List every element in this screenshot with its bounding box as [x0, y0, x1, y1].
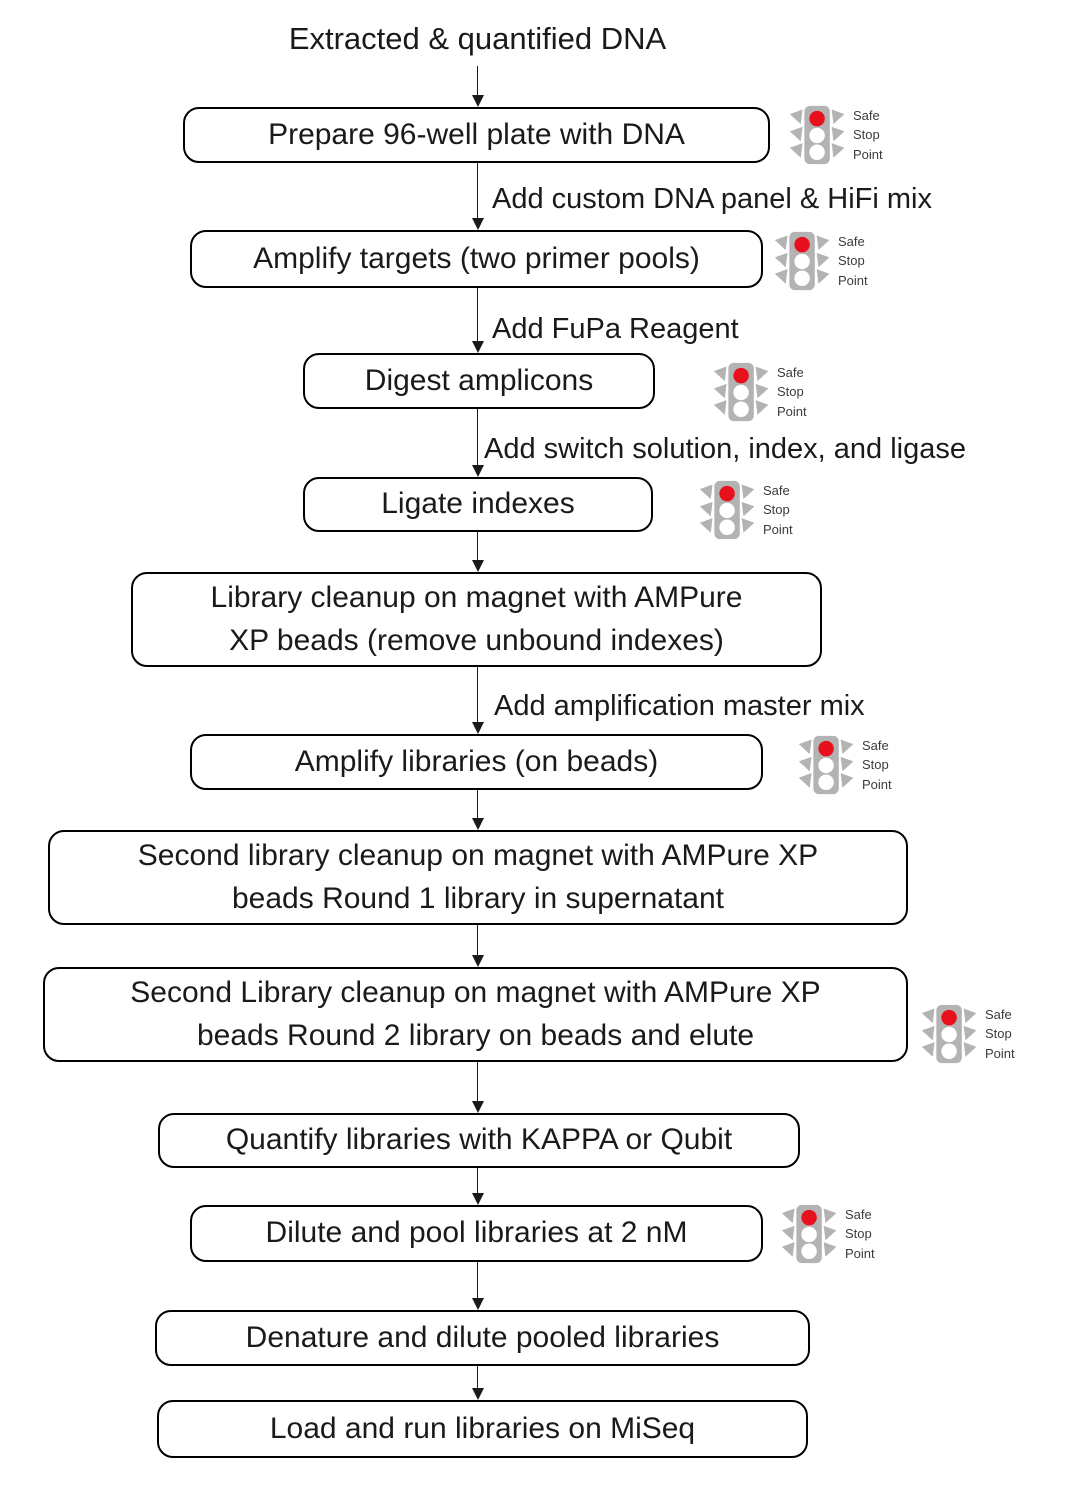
arrow-head-icon: [471, 218, 484, 230]
flow-arrow: [471, 1062, 484, 1113]
flow-arrow: [471, 1168, 484, 1205]
flow-arrow: [471, 1262, 484, 1310]
flow-arrow: [471, 163, 484, 230]
traffic-light-icon: [789, 105, 845, 165]
edge-label-add-master-mix: Add amplification master mix: [494, 690, 865, 722]
safe-stop-label-line: Stop: [763, 502, 790, 518]
safe-stop-point-label: Safe Stop Point: [838, 232, 868, 291]
safe-stop-point-badge: Safe Stop Point: [773, 229, 868, 293]
node-amplify-libraries: Amplify libraries (on beads): [190, 734, 763, 790]
arrow-head-icon: [471, 1298, 484, 1310]
traffic-light-icon: [781, 1204, 837, 1264]
node-amplify-targets: Amplify targets (two primer pools): [190, 230, 763, 288]
arrow-shaft: [476, 163, 479, 218]
flow-arrow: [471, 288, 484, 353]
node-digest-amplicons: Digest amplicons: [303, 353, 655, 409]
arrow-head-icon: [471, 955, 484, 967]
flow-arrow: [471, 667, 484, 734]
safe-stop-label-line: Safe: [763, 482, 790, 498]
start-label: Extracted & quantified DNA: [288, 21, 667, 56]
node-quantify-libraries: Quantify libraries with KAPPA or Qubit: [158, 1113, 800, 1168]
arrow-shaft: [476, 532, 479, 560]
safe-stop-label-line: Stop: [985, 1026, 1012, 1042]
safe-stop-label-line: Stop: [838, 253, 865, 269]
arrow-head-icon: [471, 95, 484, 107]
node-second-cleanup-round2: Second Library cleanup on magnet with AM…: [43, 967, 908, 1062]
safe-stop-label-line: Point: [985, 1045, 1015, 1061]
traffic-light-icon: [798, 735, 854, 795]
flow-arrow: [471, 925, 484, 967]
safe-stop-label-line: Safe: [853, 107, 880, 123]
node-second-cleanup-round1: Second library cleanup on magnet with AM…: [48, 830, 908, 925]
safe-stop-point-label: Safe Stop Point: [763, 481, 793, 540]
flow-arrow: [471, 790, 484, 830]
arrow-shaft: [476, 667, 479, 722]
arrow-shaft: [476, 1168, 479, 1193]
safe-stop-point-label: Safe Stop Point: [777, 363, 807, 422]
safe-stop-label-line: Safe: [862, 737, 889, 753]
node-library-cleanup: Library cleanup on magnet with AMPure XP…: [131, 572, 822, 667]
arrow-shaft: [476, 1366, 479, 1388]
safe-stop-point-badge: Safe Stop Point: [712, 360, 807, 424]
traffic-light-icon: [713, 362, 769, 422]
edge-label-add-panel-hifi: Add custom DNA panel & HiFi mix: [492, 183, 932, 215]
safe-stop-label-line: Stop: [845, 1226, 872, 1242]
traffic-light-icon: [921, 1004, 977, 1064]
arrow-shaft: [476, 1262, 479, 1298]
arrow-head-icon: [471, 818, 484, 830]
safe-stop-label-line: Point: [853, 146, 883, 162]
safe-stop-point-badge: Safe Stop Point: [920, 1002, 1015, 1066]
traffic-light-icon: [699, 480, 755, 540]
safe-stop-point-badge: Safe Stop Point: [788, 103, 883, 167]
arrow-head-icon: [471, 560, 484, 572]
safe-stop-label-line: Safe: [777, 364, 804, 380]
edge-label-add-fupa: Add FuPa Reagent: [492, 313, 739, 345]
arrow-head-icon: [471, 465, 484, 477]
safe-stop-label-line: Stop: [853, 127, 880, 143]
flow-arrow: [471, 532, 484, 572]
arrow-shaft: [476, 66, 479, 95]
safe-stop-label-line: Safe: [845, 1206, 872, 1222]
arrow-head-icon: [471, 1101, 484, 1113]
safe-stop-point-badge: Safe Stop Point: [797, 733, 892, 797]
node-denature-dilute: Denature and dilute pooled libraries: [155, 1310, 810, 1366]
traffic-light-icon: [774, 231, 830, 291]
safe-stop-point-badge: Safe Stop Point: [780, 1202, 875, 1266]
safe-stop-label-line: Point: [862, 776, 892, 792]
flow-arrow: [471, 409, 484, 477]
arrow-head-icon: [471, 341, 484, 353]
arrow-shaft: [476, 409, 479, 465]
flow-arrow: [471, 66, 484, 107]
safe-stop-point-label: Safe Stop Point: [862, 736, 892, 795]
safe-stop-point-label: Safe Stop Point: [985, 1005, 1015, 1064]
arrow-shaft: [476, 790, 479, 818]
safe-stop-point-label: Safe Stop Point: [853, 106, 883, 165]
arrow-shaft: [476, 1062, 479, 1101]
arrow-head-icon: [471, 1193, 484, 1205]
safe-stop-label-line: Safe: [985, 1006, 1012, 1022]
safe-stop-label-line: Safe: [838, 233, 865, 249]
node-prepare-plate: Prepare 96-well plate with DNA: [183, 107, 770, 163]
flow-arrow: [471, 1366, 484, 1400]
safe-stop-label-line: Point: [845, 1245, 875, 1261]
safe-stop-point-label: Safe Stop Point: [845, 1205, 875, 1264]
node-load-run-miseq: Load and run libraries on MiSeq: [157, 1400, 808, 1458]
node-ligate-indexes: Ligate indexes: [303, 477, 653, 532]
edge-label-add-switch-ligase: Add switch solution, index, and ligase: [484, 433, 967, 465]
arrow-shaft: [476, 925, 479, 955]
safe-stop-point-badge: Safe Stop Point: [698, 478, 793, 542]
safe-stop-label-line: Point: [763, 521, 793, 537]
node-dilute-pool: Dilute and pool libraries at 2 nM: [190, 1205, 763, 1262]
arrow-head-icon: [471, 1388, 484, 1400]
safe-stop-label-line: Point: [838, 272, 868, 288]
safe-stop-label-line: Stop: [862, 757, 889, 773]
safe-stop-label-line: Point: [777, 403, 807, 419]
safe-stop-label-line: Stop: [777, 384, 804, 400]
arrow-head-icon: [471, 722, 484, 734]
arrow-shaft: [476, 288, 479, 341]
